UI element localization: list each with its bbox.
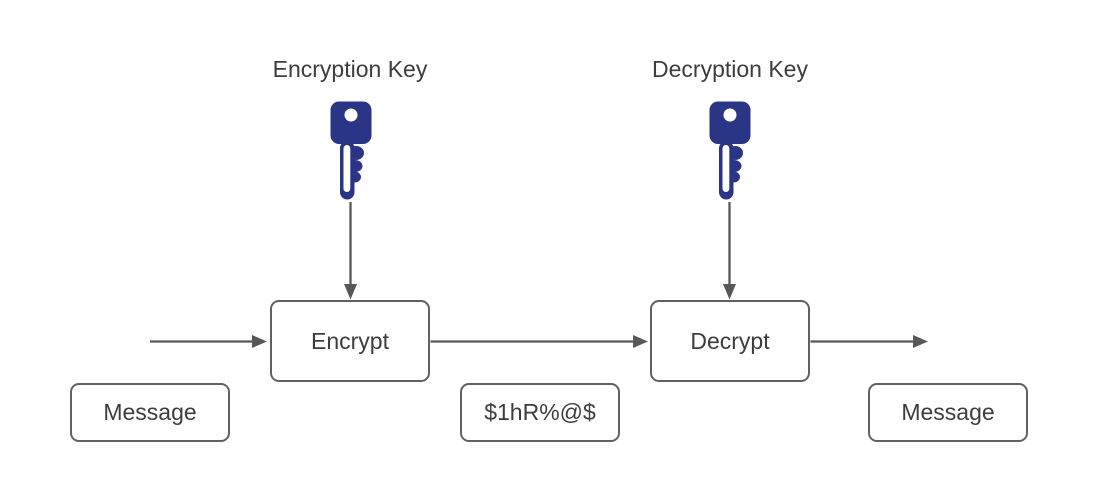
- encrypt-box-label: Encrypt: [311, 327, 389, 354]
- decrypt-box: Decrypt: [650, 300, 810, 382]
- plaintext-output-arrow: [810, 335, 928, 348]
- decryption-key-arrow: [723, 202, 736, 300]
- decryption-key-label: Decryption Key: [652, 56, 808, 82]
- ciphertext-box: $1hR%@$: [460, 383, 620, 442]
- ciphertext-label: $1hR%@$: [484, 399, 596, 425]
- output-message-label: Message: [901, 399, 995, 425]
- key-icon: [330, 101, 372, 200]
- encryption-key-arrow: [344, 202, 357, 300]
- plaintext-input-arrow: [150, 335, 267, 348]
- output-message-box: Message: [868, 383, 1028, 442]
- encryption-key-icon-wrap: [329, 101, 373, 203]
- encryption-key-label: Encryption Key: [272, 56, 428, 82]
- decrypt-box-label: Decrypt: [690, 327, 770, 354]
- ciphertext-flow-arrow: [430, 335, 648, 348]
- input-message-box: Message: [70, 383, 230, 442]
- decryption-key-icon-wrap: [708, 101, 752, 203]
- input-message-label: Message: [103, 399, 197, 425]
- encrypt-box: Encrypt: [270, 300, 430, 382]
- key-icon: [709, 101, 751, 200]
